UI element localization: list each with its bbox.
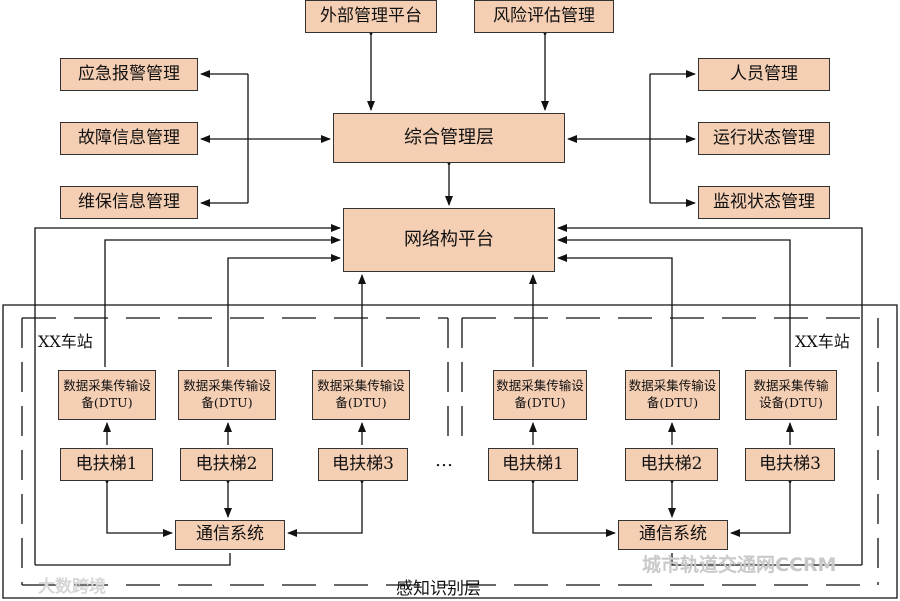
station-label-left: XX车站	[38, 332, 93, 351]
escalator-box: 电扶梯3	[745, 448, 835, 481]
dtu-box: 数据采集传输设备(DTU)	[178, 370, 276, 420]
escalator-box: 电扶梯3	[318, 448, 408, 481]
dtu-box: 数据采集传输设备(DTU)	[625, 370, 720, 420]
station-label-right: XX车站	[795, 332, 850, 351]
dtu-box: 数据采集传输设备(DTU)	[493, 370, 587, 420]
network-platform-box: 网络构平台	[343, 208, 555, 272]
escalator-box: 电扶梯1	[488, 448, 578, 481]
comm-right-return	[671, 553, 862, 566]
escalator-box: 电扶梯2	[180, 448, 273, 481]
escalator-box: 电扶梯1	[60, 448, 153, 481]
watermark-right: 城市轨道交通网CCRM	[642, 554, 837, 576]
maintenance-info-management-box: 维保信息管理	[60, 186, 198, 219]
dtu-box: 数据采集传输设备(DTU)	[745, 370, 837, 420]
feed-right-dtu2	[557, 254, 673, 367]
feed-right-dtu3	[557, 236, 791, 367]
escalator-box: 电扶梯2	[625, 448, 718, 481]
operation-status-management-box: 运行状态管理	[698, 122, 830, 155]
feed-left-dtu2	[227, 254, 341, 367]
personnel-management-box: 人员管理	[698, 58, 830, 91]
esc1-comm-left	[103, 475, 173, 537]
esc1-comm-right	[529, 475, 616, 537]
communication-system-box: 通信系统	[618, 520, 728, 550]
ellipsis-more-stations: …	[435, 450, 453, 471]
integrated-management-layer-box: 综合管理层	[333, 113, 565, 163]
external-management-platform-box: 外部管理平台	[305, 0, 437, 33]
esc3-comm-right	[730, 475, 794, 537]
esc3-comm-left	[287, 475, 366, 537]
communication-system-box: 通信系统	[175, 520, 285, 550]
emergency-alarm-management-box: 应急报警管理	[60, 58, 198, 91]
fault-info-management-box: 故障信息管理	[60, 122, 198, 155]
monitor-status-management-box: 监视状态管理	[698, 186, 830, 219]
risk-assessment-management-box: 风险评估管理	[474, 0, 614, 33]
comm-left-return	[35, 553, 231, 566]
feed-left-dtu1	[104, 236, 341, 367]
perception-layer-frame	[2, 304, 898, 599]
dtu-box: 数据采集传输设备(DTU)	[58, 370, 156, 420]
feed-right-outer	[557, 224, 863, 565]
feed-left-outer	[34, 224, 341, 565]
perception-layer-label: 感知识别层	[396, 579, 481, 599]
watermark-left: 大数跨境	[38, 577, 106, 597]
dtu-box: 数据采集传输设备(DTU)	[312, 370, 410, 420]
